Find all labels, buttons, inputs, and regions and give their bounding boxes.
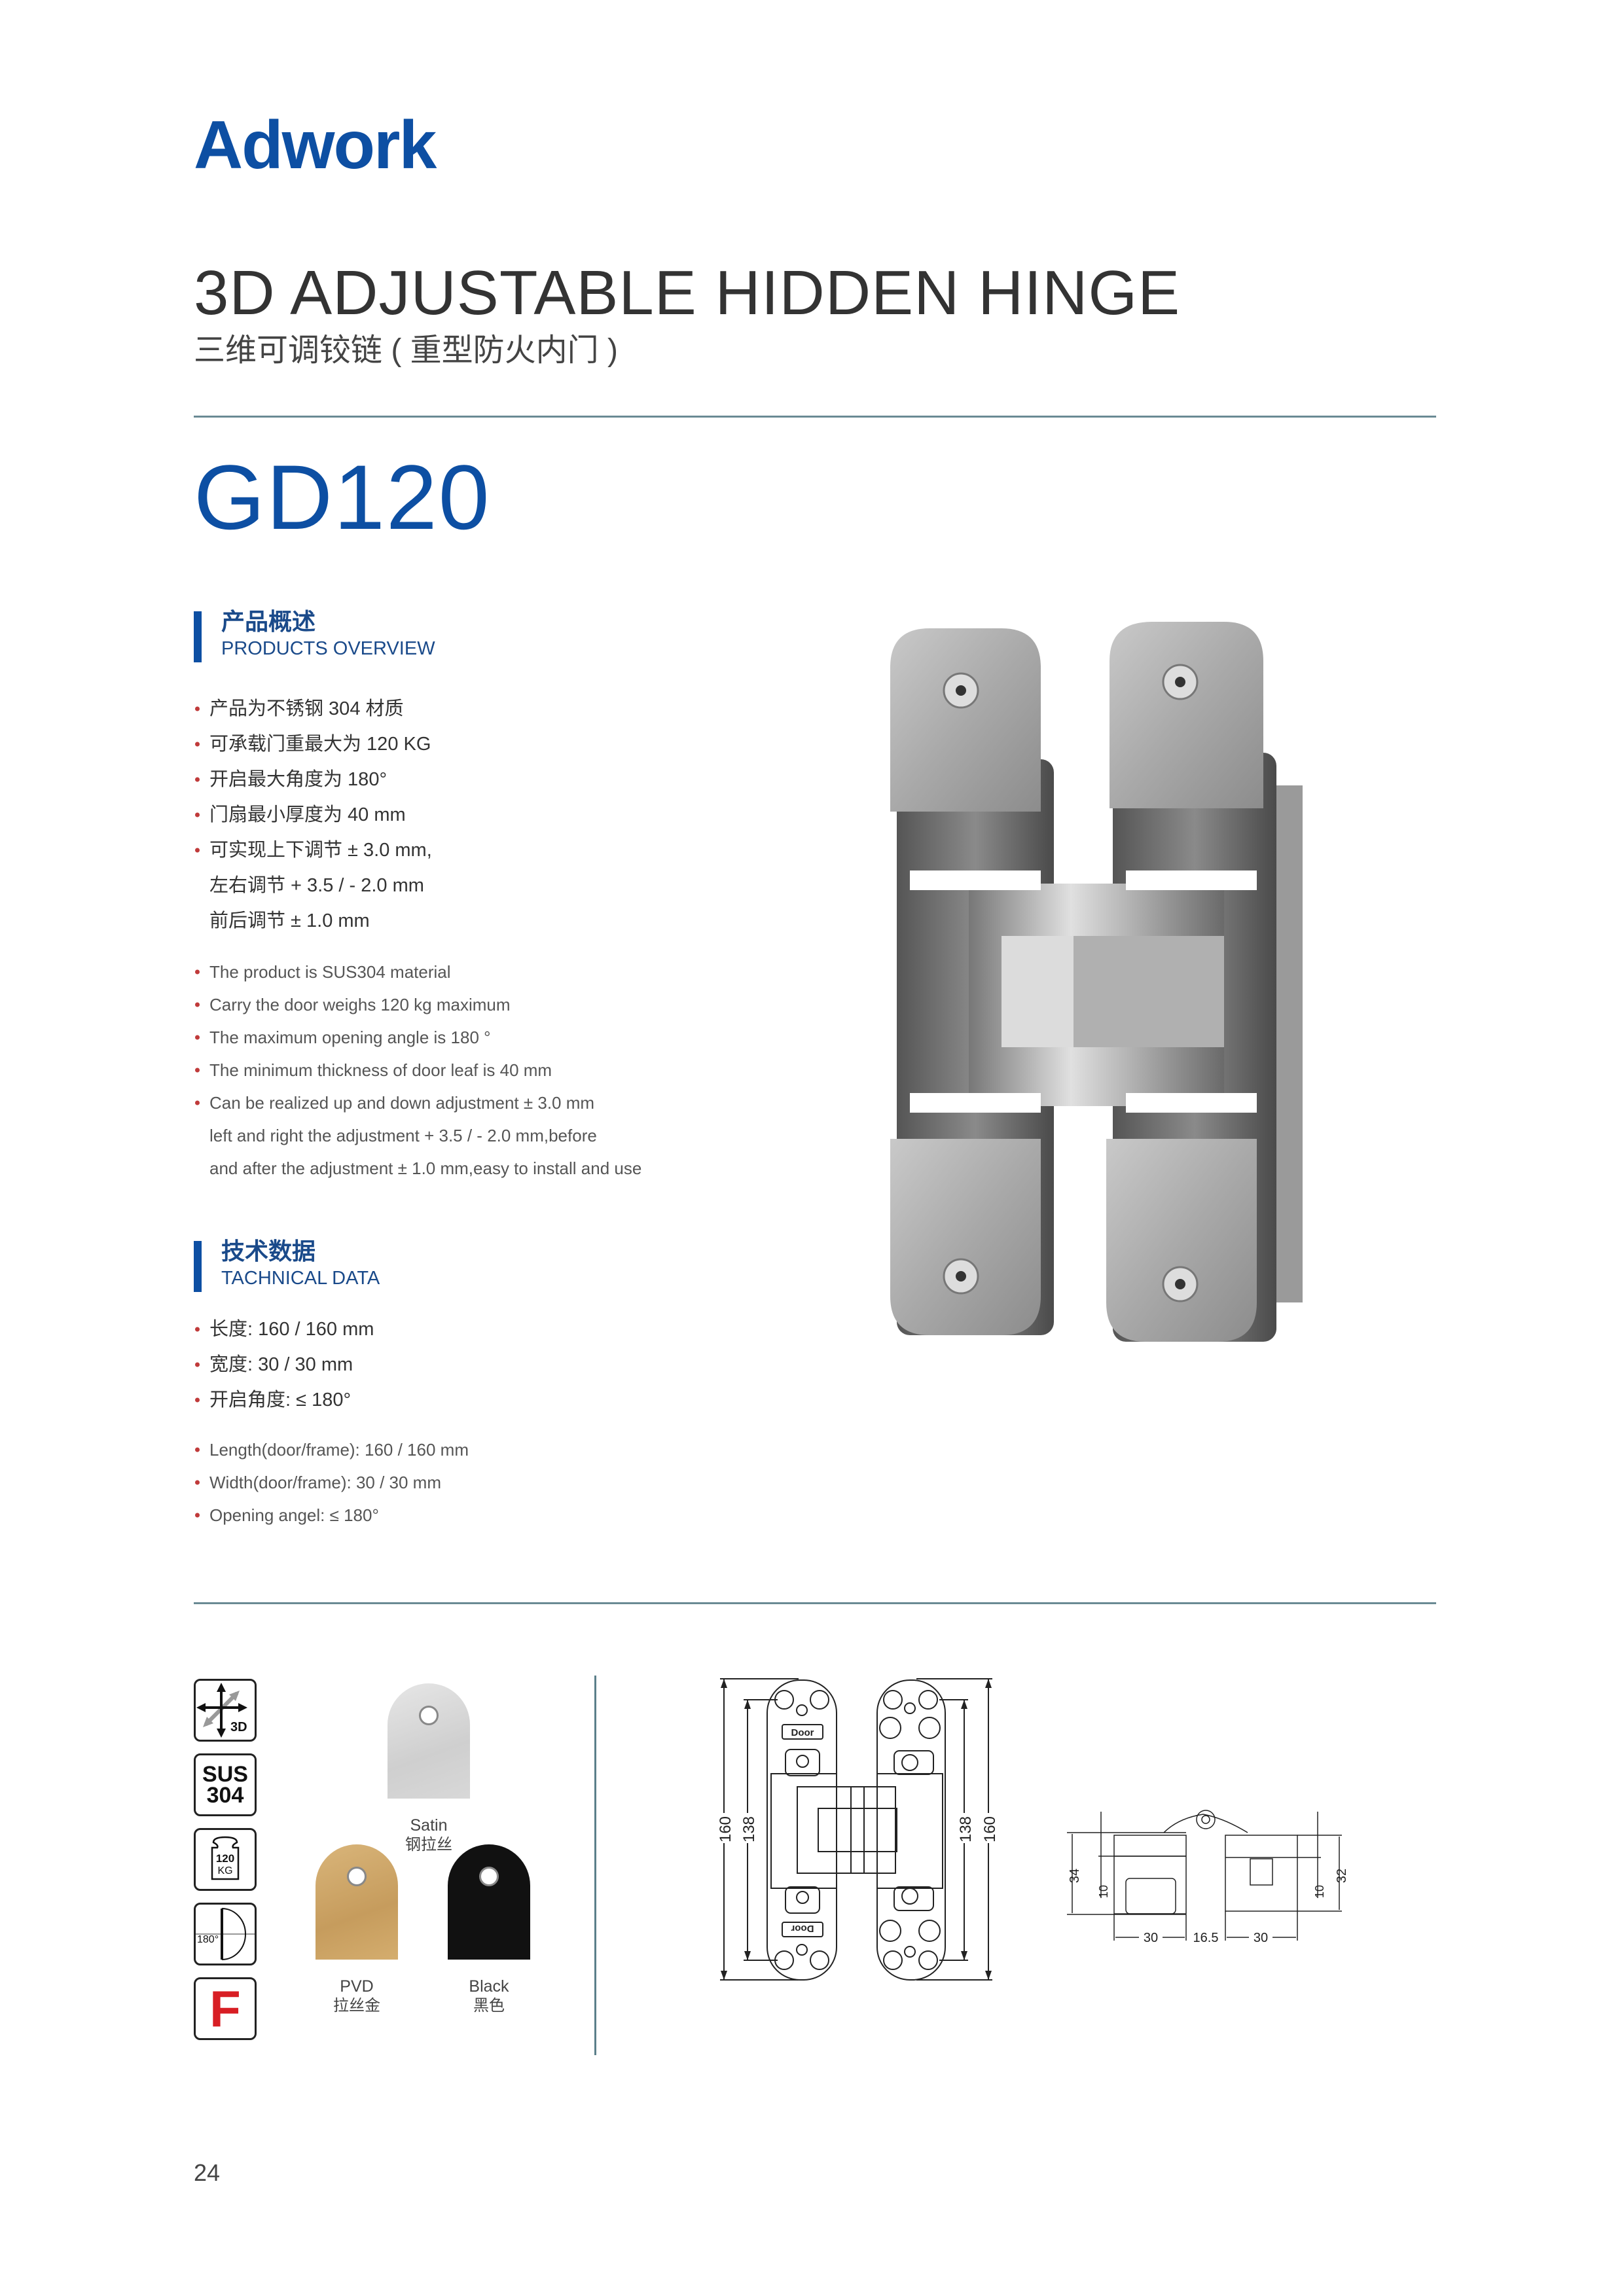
bullet-icon bbox=[195, 969, 200, 975]
technical-heading-en: TACHNICAL DATA bbox=[221, 1268, 380, 1289]
list-item: Length(door/frame): 160 / 160 mm bbox=[194, 1433, 469, 1466]
svg-text:10: 10 bbox=[1097, 1885, 1110, 1898]
overview-list-cn: 产品为不锈钢 304 材质 可承载门重最大为 120 KG 开启最大角度为 18… bbox=[194, 691, 432, 939]
brand-logo: Adwork bbox=[194, 107, 437, 183]
list-item: 宽度: 30 / 30 mm bbox=[194, 1347, 374, 1382]
svg-text:32: 32 bbox=[1335, 1869, 1349, 1883]
bullet-icon bbox=[195, 1480, 200, 1485]
bullet-icon bbox=[195, 1513, 200, 1518]
list-item: 长度: 160 / 160 mm bbox=[194, 1312, 374, 1347]
bullet-icon bbox=[195, 812, 200, 817]
svg-text:10: 10 bbox=[1313, 1885, 1326, 1898]
technical-list-en: Length(door/frame): 160 / 160 mm Width(d… bbox=[194, 1433, 469, 1532]
heading-accent-bar bbox=[194, 611, 202, 662]
list-item: The maximum opening angle is 180 ° bbox=[194, 1021, 641, 1054]
svg-text:Door: Door bbox=[791, 1923, 814, 1934]
list-item-continuation: 左右调节 + 3.5 / - 2.0 mm bbox=[209, 875, 424, 896]
list-item: 开启最大角度为 180° bbox=[194, 762, 432, 797]
list-item: 产品为不锈钢 304 材质 bbox=[194, 691, 432, 726]
angle-180-icon: 180° bbox=[194, 1903, 257, 1965]
svg-text:138: 138 bbox=[957, 1816, 975, 1842]
list-item: Can be realized up and down adjustment ±… bbox=[194, 1086, 641, 1119]
bullet-icon bbox=[195, 1362, 200, 1367]
bullet-icon bbox=[195, 706, 200, 711]
list-item: The minimum thickness of door leaf is 40… bbox=[194, 1054, 641, 1086]
bullet-icon bbox=[195, 1002, 200, 1007]
finish-swatch-satin bbox=[388, 1683, 470, 1799]
bullet-icon bbox=[195, 1100, 200, 1105]
weight-120kg-icon: 120 KG bbox=[194, 1828, 257, 1891]
divider-bottom bbox=[194, 1602, 1436, 1604]
finish-black: Black 黑色 bbox=[407, 1844, 571, 2016]
finish-satin: Satin 钢拉丝 bbox=[347, 1683, 511, 1855]
page-number: 24 bbox=[194, 2159, 221, 2186]
finish-swatch-black bbox=[448, 1844, 530, 1960]
svg-text:30: 30 bbox=[1254, 1931, 1268, 1945]
bullet-icon bbox=[195, 742, 200, 747]
svg-text:30: 30 bbox=[1144, 1931, 1158, 1945]
overview-list-en: The product is SUS304 material Carry the… bbox=[194, 956, 641, 1185]
bullet-icon bbox=[195, 1397, 200, 1403]
technical-heading: 技术数据 TACHNICAL DATA bbox=[194, 1237, 380, 1292]
bullet-icon bbox=[195, 1067, 200, 1073]
list-item: 可承载门重最大为 120 KG bbox=[194, 726, 432, 762]
page-title: 3D ADJUSTABLE HIDDEN HINGE bbox=[194, 258, 1181, 328]
list-item: Carry the door weighs 120 kg maximum bbox=[194, 988, 641, 1021]
svg-text:3D: 3D bbox=[230, 1720, 247, 1734]
bullet-icon bbox=[195, 777, 200, 782]
svg-text:180°: 180° bbox=[197, 1934, 219, 1945]
bullet-icon bbox=[195, 848, 200, 853]
list-item: 门扇最小厚度为 40 mm bbox=[194, 797, 432, 833]
technical-list-cn: 长度: 160 / 160 mm 宽度: 30 / 30 mm 开启角度: ≤ … bbox=[194, 1312, 374, 1418]
vertical-divider bbox=[594, 1676, 596, 2055]
svg-text:160: 160 bbox=[981, 1816, 999, 1842]
side-dimension-drawing: 34 10 10 32 30 16.5 30 bbox=[1067, 1810, 1349, 1945]
bullet-icon bbox=[195, 1327, 200, 1332]
overview-heading-cn: 产品概述 bbox=[221, 608, 316, 635]
list-item-continuation: left and right the adjustment + 3.5 / - … bbox=[209, 1126, 597, 1145]
svg-text:Door: Door bbox=[791, 1727, 814, 1738]
svg-text:16.5: 16.5 bbox=[1193, 1931, 1219, 1945]
list-item: 开启角度: ≤ 180° bbox=[194, 1382, 374, 1418]
fire-rated-icon: F bbox=[194, 1977, 257, 2040]
bullet-icon bbox=[195, 1035, 200, 1040]
page-subtitle-cn: 三维可调铰链 ( 重型防火内门 ) bbox=[194, 333, 618, 368]
divider-top bbox=[194, 416, 1436, 418]
heading-accent-bar bbox=[194, 1241, 202, 1292]
finish-swatch-pvd bbox=[316, 1844, 398, 1960]
list-item-continuation: and after the adjustment ± 1.0 mm,easy t… bbox=[209, 1158, 642, 1178]
svg-text:160: 160 bbox=[717, 1816, 734, 1842]
list-item: Width(door/frame): 30 / 30 mm bbox=[194, 1466, 469, 1499]
list-item: 可实现上下调节 ± 3.0 mm, bbox=[194, 833, 432, 868]
list-item-continuation: 前后调节 ± 1.0 mm bbox=[209, 910, 370, 931]
svg-text:KG: KG bbox=[217, 1865, 232, 1876]
svg-text:34: 34 bbox=[1068, 1869, 1082, 1883]
list-item: Opening angel: ≤ 180° bbox=[194, 1499, 469, 1532]
front-dimension-drawing: 160 138 138 160 Door Door bbox=[715, 1678, 999, 1981]
bullet-icon bbox=[195, 1447, 200, 1452]
model-number: GD120 bbox=[194, 446, 491, 548]
svg-text:120: 120 bbox=[216, 1852, 234, 1865]
finish-pvd: PVD 拉丝金 bbox=[275, 1844, 439, 2016]
technical-heading-cn: 技术数据 bbox=[221, 1238, 316, 1265]
overview-heading-en: PRODUCTS OVERVIEW bbox=[221, 638, 435, 659]
hinge-product-photo bbox=[890, 622, 1303, 1342]
overview-heading: 产品概述 PRODUCTS OVERVIEW bbox=[194, 607, 435, 662]
list-item: The product is SUS304 material bbox=[194, 956, 641, 988]
3d-adjust-icon: 3D bbox=[194, 1679, 257, 1742]
svg-text:138: 138 bbox=[740, 1816, 758, 1842]
